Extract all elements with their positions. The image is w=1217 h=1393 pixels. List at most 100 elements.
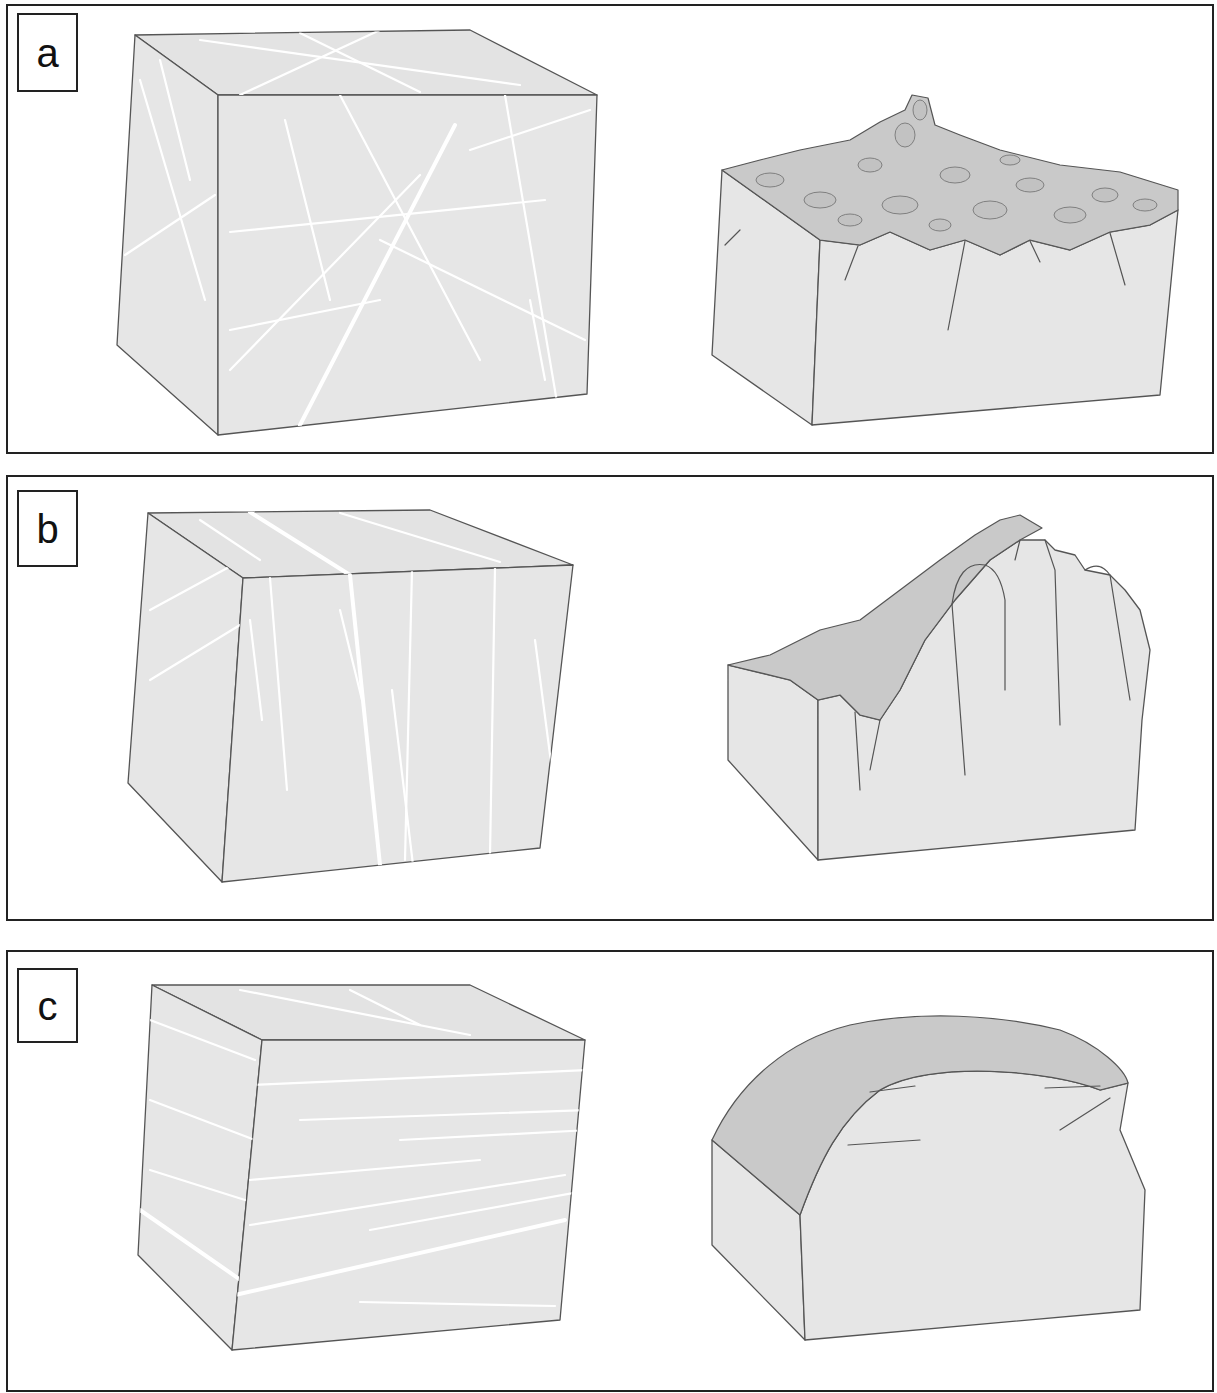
crack-line (1015, 540, 1020, 560)
crack-line (870, 1086, 915, 1092)
crack-line (1045, 1086, 1100, 1088)
stone (913, 100, 927, 120)
joint-line (340, 95, 480, 360)
block-face (218, 95, 597, 435)
joint-line (230, 175, 420, 370)
crack-line (952, 604, 965, 775)
joint-line (340, 513, 500, 562)
block-face (232, 1040, 585, 1350)
stone (895, 123, 915, 147)
joint-line (250, 1175, 565, 1225)
joint-line (370, 1190, 590, 1230)
crack-line (1060, 1098, 1110, 1130)
panel-frame (7, 951, 1213, 1391)
stone (838, 214, 862, 226)
joint-line (250, 620, 262, 720)
panel-label-box: b (17, 490, 78, 567)
joint-line (240, 990, 470, 1035)
joint-line (230, 200, 545, 232)
dome-surface (712, 1016, 1128, 1215)
joint-set (230, 95, 590, 425)
crack-line (845, 246, 858, 280)
joint-line (405, 570, 412, 860)
stone (1016, 178, 1044, 192)
block-face (117, 35, 218, 435)
joint-line (470, 110, 590, 150)
rubble-stones (756, 100, 1157, 231)
panel-label-box: a (17, 13, 78, 92)
joint-line (230, 300, 380, 330)
crack-line (870, 720, 880, 770)
stone (940, 167, 970, 183)
joint-line (150, 1020, 255, 1060)
joint-line (360, 1302, 555, 1306)
stone (1092, 188, 1118, 202)
stone (804, 192, 836, 208)
joint-line (392, 690, 413, 865)
crack-set (855, 540, 1130, 790)
rubble-surface (722, 95, 1178, 255)
joint-line (505, 95, 560, 420)
crack-line (1030, 241, 1040, 262)
pinnacle-outline (952, 564, 1005, 690)
joint-line (140, 1210, 255, 1290)
joint-set (140, 1020, 255, 1290)
crack-line (725, 230, 740, 245)
stone (756, 173, 784, 187)
crack-line (948, 241, 965, 330)
joint-line (490, 568, 495, 855)
joint-line (250, 512, 350, 575)
ridge-surface (728, 515, 1042, 720)
joint-line (235, 1220, 565, 1295)
joint-line (350, 990, 420, 1025)
joint-line (530, 300, 545, 380)
stone (1054, 207, 1086, 223)
joint-set (125, 60, 215, 300)
joint-set (200, 512, 500, 575)
joint-line (270, 578, 287, 790)
joint-line (240, 30, 380, 95)
joint-line (150, 1100, 255, 1140)
stone (929, 219, 951, 231)
crack-set (725, 230, 1125, 330)
joint-set (235, 1070, 590, 1306)
joint-line (150, 625, 240, 680)
panel-letter: b (36, 509, 58, 549)
panel-frame (7, 476, 1213, 920)
joint-line (300, 1110, 590, 1120)
panel-letter: c (38, 986, 58, 1026)
stone (1133, 199, 1157, 211)
stone (882, 196, 918, 214)
pinnacle-outline (1085, 566, 1130, 700)
joint-line (250, 1160, 480, 1180)
crack-line (1045, 540, 1060, 725)
crack-set (848, 1086, 1110, 1145)
joint-line (160, 60, 190, 180)
joint-line (380, 240, 585, 340)
block-face (222, 565, 573, 882)
stone (973, 201, 1007, 219)
joint-set (150, 560, 242, 680)
crack-line (855, 712, 860, 790)
joint-line (125, 195, 215, 255)
joint-line (400, 1130, 590, 1140)
joint-set (200, 30, 520, 95)
crack-line (1110, 233, 1125, 285)
joint-line (285, 120, 330, 300)
joint-line (300, 33, 420, 92)
joint-line (200, 520, 260, 560)
joint-line (350, 575, 380, 865)
joint-line (340, 610, 362, 700)
crack-line (848, 1140, 920, 1145)
joint-set (240, 990, 470, 1035)
stone (1000, 155, 1020, 165)
stone (858, 158, 882, 172)
joint-line (250, 1070, 590, 1085)
joint-line (150, 1170, 245, 1200)
panel-letter: a (36, 33, 58, 73)
joint-line (150, 560, 242, 610)
joint-line (535, 640, 552, 770)
panel-frame (7, 5, 1213, 453)
